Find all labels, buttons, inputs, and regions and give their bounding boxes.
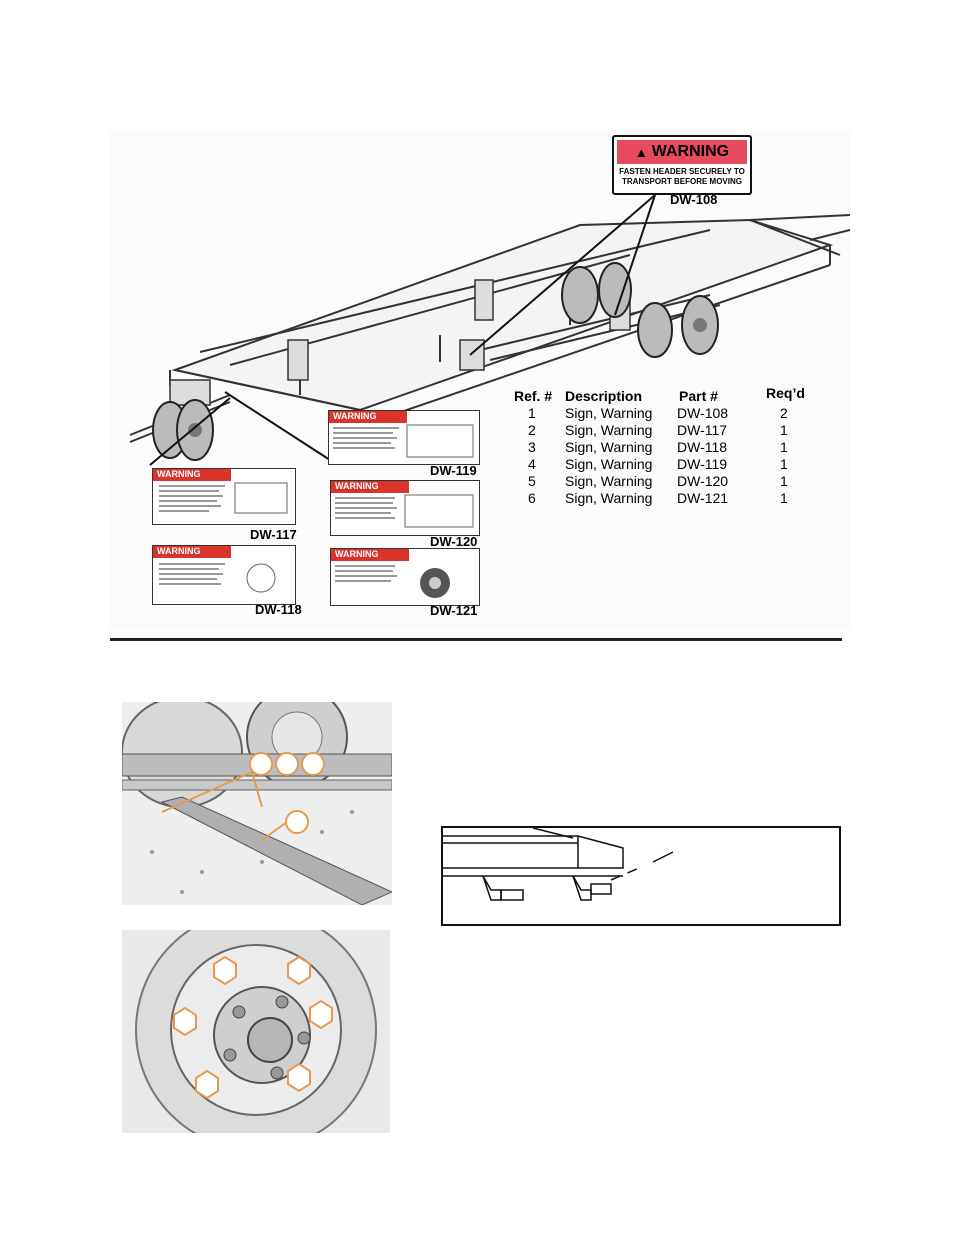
header-description: Description	[565, 388, 643, 404]
decal-dw-117-body	[159, 482, 288, 514]
decal-dw-120-body	[335, 494, 474, 528]
decal-dw-108: ▲ WARNING FASTEN HEADER SECURELY TO TRAN…	[612, 135, 752, 195]
decal-dw-108-header: ▲ WARNING	[617, 140, 747, 164]
section-divider	[110, 638, 842, 641]
decal-dw-118-body	[159, 563, 276, 593]
header-reqd: Req’d	[766, 385, 805, 401]
decal-dw-120-header: WARNING	[331, 481, 409, 493]
decal-dw-108-part: DW-108	[670, 192, 718, 207]
decal-dw-121: WARNING	[330, 548, 480, 606]
header-ref: Ref. #	[514, 388, 553, 404]
header-part: Part #	[679, 388, 718, 404]
warning-triangle-icon: ▲	[634, 144, 648, 160]
decal-dw-120: WARNING	[330, 480, 480, 536]
axle-photo-image	[122, 702, 392, 905]
decal-dw-118: WARNING	[152, 545, 296, 605]
decal-dw-108-text: FASTEN HEADER SECURELY TO TRANSPORT BEFO…	[619, 167, 745, 186]
frame-spindle-diagram	[441, 826, 841, 926]
decal-dw-121-body	[335, 565, 450, 598]
decal-dw-119-part: DW-119	[430, 463, 477, 478]
decal-dw-117-header: WARNING	[153, 469, 231, 481]
decal-dw-121-header: WARNING	[331, 549, 409, 561]
decal-dw-119-body	[333, 424, 474, 458]
frame-spindle-drawing	[443, 827, 674, 901]
decal-dw-120-part: DW-120	[430, 534, 478, 549]
decal-dw-121-part: DW-121	[430, 603, 478, 618]
wheel-hub-photo	[122, 930, 390, 1133]
trailer-decal-figure: ▲ WARNING FASTEN HEADER SECURELY TO TRAN…	[110, 130, 851, 630]
decal-dw-117-part: DW-117	[250, 527, 297, 542]
decal-dw-118-part: DW-118	[255, 602, 302, 617]
wheel-hub-photo-image	[122, 930, 390, 1133]
decal-dw-117: WARNING	[152, 468, 296, 525]
trailer-illustration	[129, 194, 851, 466]
decal-dw-108-label: WARNING	[651, 143, 730, 160]
decal-dw-119-header: WARNING	[329, 411, 407, 423]
decal-dw-118-header: WARNING	[153, 546, 231, 558]
axle-photo	[122, 702, 392, 905]
decal-dw-119: WARNING	[328, 410, 480, 465]
